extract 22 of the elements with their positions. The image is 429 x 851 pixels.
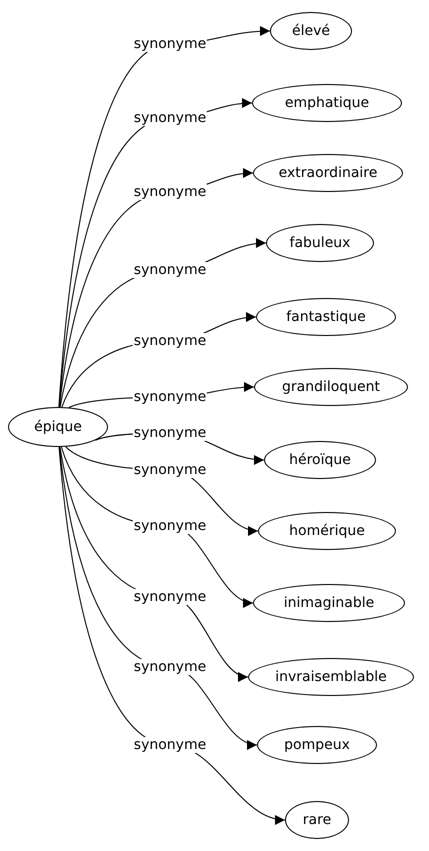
term-ellipse: pompeux <box>257 726 377 764</box>
edge-label: synonyme <box>132 737 208 753</box>
term-ellipse: élevé <box>270 12 352 50</box>
term-ellipse: homérique <box>258 512 396 550</box>
term-ellipse: invraisemblable <box>248 658 414 696</box>
term-ellipse: grandiloquent <box>254 368 408 406</box>
term-ellipse: fabuleux <box>266 224 374 262</box>
edge-label: synonyme <box>132 262 208 278</box>
term-ellipse: rare <box>285 801 349 839</box>
arrow <box>58 446 286 824</box>
edge-label: synonyme <box>132 589 208 605</box>
edge-label: synonyme <box>132 184 208 200</box>
term-ellipse: inimaginable <box>253 584 405 622</box>
edge-label: synonyme <box>132 659 208 675</box>
term-ellipse: héroïque <box>264 441 376 479</box>
term-ellipse: fantastique <box>256 298 396 336</box>
edge-label: synonyme <box>132 110 208 126</box>
term-ellipse: épique <box>8 407 108 447</box>
edge-label: synonyme <box>132 333 208 349</box>
edge-label: synonyme <box>132 518 208 534</box>
term-ellipse: emphatique <box>252 84 402 122</box>
term-ellipse: extraordinaire <box>253 154 403 192</box>
